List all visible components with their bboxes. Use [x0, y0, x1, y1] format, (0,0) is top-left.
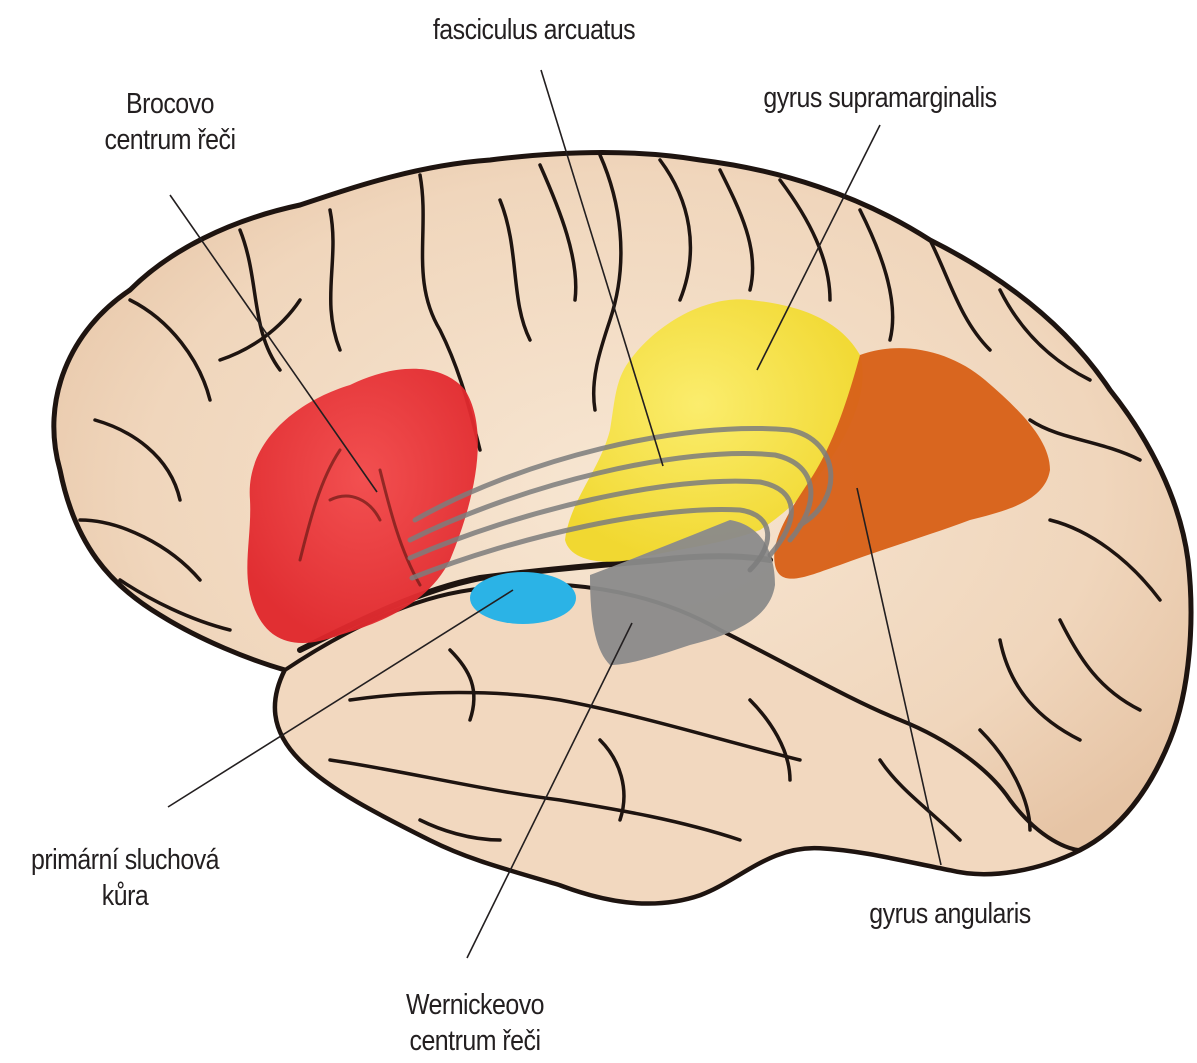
label-gyrus-supramarginalis: gyrus supramarginalis [747, 80, 1014, 116]
label-auditory-line2: kůra [16, 878, 234, 914]
label-fasciculus-arcuatus: fasciculus arcuatus [431, 12, 637, 48]
label-gyrus-angularis: gyrus angularis [855, 896, 1044, 932]
label-wernicke-line1: Wernickeovo [385, 987, 566, 1023]
label-broca-line2: centrum řeči [84, 122, 256, 158]
label-broca-line1: Brocovo [84, 86, 256, 122]
auditory-cortex-area [470, 572, 576, 624]
label-wernicke-line2: centrum řeči [385, 1023, 566, 1059]
label-auditory-line1: primární sluchová [16, 842, 234, 878]
